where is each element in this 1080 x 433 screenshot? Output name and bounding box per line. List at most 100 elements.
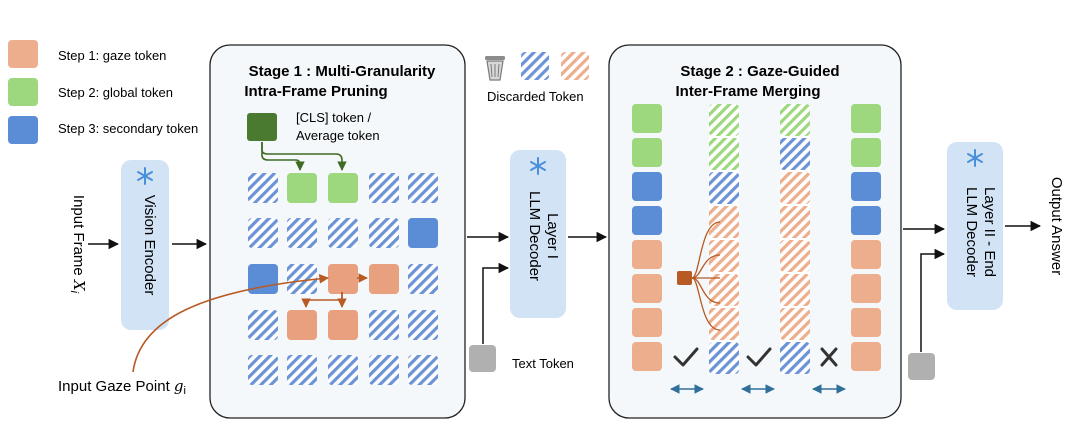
secondary-token xyxy=(248,264,278,294)
stage2-title-line2: Inter-Frame Merging xyxy=(675,83,820,100)
secondary-token xyxy=(632,172,662,201)
decoder2-line1: LLM Decoder xyxy=(963,187,980,277)
stage1-token-grid xyxy=(248,173,438,385)
global-token xyxy=(851,138,881,167)
stage2-title-line1: Stage 2 : Gaze-Guided xyxy=(680,63,839,80)
checkmark-icon xyxy=(746,347,772,367)
legend-secondary-swatch xyxy=(8,116,38,144)
gaze-token xyxy=(632,274,662,303)
discarded-secondary-token xyxy=(780,342,810,374)
discarded-secondary-token xyxy=(328,355,358,385)
selected-gaze-token-cell xyxy=(287,310,317,340)
discarded-secondary-token xyxy=(328,218,358,248)
secondary-token xyxy=(851,172,881,201)
stage2-token-columns xyxy=(632,104,881,374)
decoder1-line2: Layer I xyxy=(544,213,561,259)
cls-label-line2: Average token xyxy=(296,128,380,143)
cls-arrow-2 xyxy=(261,142,347,171)
stage1-title-line1: Stage 1 : Multi-Granularity xyxy=(249,63,436,80)
text-token-1 xyxy=(469,345,496,372)
discarded-secondary-token xyxy=(287,264,317,294)
discarded-secondary-token xyxy=(248,173,278,203)
legend-secondary-label: Step 3: secondary token xyxy=(58,121,198,136)
discarded-secondary-token xyxy=(248,355,278,385)
arrow-texttoken-to-decoder2 xyxy=(920,248,946,352)
input-gaze-label: Input Gaze Point gi xyxy=(58,377,186,397)
discarded-secondary-token xyxy=(287,355,317,385)
legend-global-swatch xyxy=(8,78,38,106)
vision-encoder-box xyxy=(121,160,169,330)
trash-bin-icon xyxy=(485,56,505,81)
cls-arrow-1 xyxy=(261,142,305,171)
discarded-gaze-token xyxy=(780,172,810,204)
discarded-gaze-token xyxy=(709,308,739,340)
output-answer-label: Output Answer xyxy=(1048,177,1065,275)
discarded-secondary-token xyxy=(248,218,278,248)
gaze-merge-branches xyxy=(691,221,721,331)
secondary-token xyxy=(851,206,881,235)
discarded-secondary-token xyxy=(709,342,739,374)
discarded-legend: Discarded Token xyxy=(485,52,589,104)
gaze-token xyxy=(851,308,881,337)
discarded-secondary-token xyxy=(780,138,810,170)
decoder2-box xyxy=(947,142,1003,310)
discarded-secondary-token xyxy=(369,218,399,248)
legend-gaze-label: Step 1: gaze token xyxy=(58,48,166,63)
discarded-global-token xyxy=(780,104,810,136)
discarded-global-token xyxy=(709,104,739,136)
input-frame-label: Input Frame Xi xyxy=(68,195,88,294)
discarded-gaze-token xyxy=(709,240,739,272)
cls-label-line1: [CLS] token / xyxy=(296,110,372,125)
discarded-gaze-token xyxy=(780,274,810,306)
discarded-orange-swatch xyxy=(561,52,589,80)
global-token xyxy=(287,173,317,203)
discarded-secondary-token xyxy=(287,218,317,248)
selected-gaze-token-cell xyxy=(328,310,358,340)
gaze-token xyxy=(851,342,881,371)
snowflake-icon xyxy=(137,167,153,185)
snowflake-icon xyxy=(530,157,546,175)
discarded-secondary-token xyxy=(408,264,438,294)
discarded-secondary-token xyxy=(248,310,278,340)
discarded-gaze-token xyxy=(780,206,810,238)
discarded-blue-swatch xyxy=(521,52,549,80)
snowflake-icon xyxy=(967,149,983,167)
discarded-secondary-token xyxy=(369,310,399,340)
global-token xyxy=(328,173,358,203)
discarded-secondary-token xyxy=(408,355,438,385)
gaze-token xyxy=(632,240,662,269)
gaze-token xyxy=(851,240,881,269)
gaze-token xyxy=(632,342,662,371)
discarded-secondary-token xyxy=(408,173,438,203)
discarded-secondary-token xyxy=(369,355,399,385)
vision-encoder: Vision Encoder xyxy=(121,160,169,330)
cls-token xyxy=(247,113,277,141)
global-token xyxy=(851,104,881,133)
selected-gaze-token-cell xyxy=(369,264,399,294)
discarded-gaze-token xyxy=(709,274,739,306)
legend-gaze-swatch xyxy=(8,40,38,68)
svg-text:Input Frame Xi: Input Frame Xi xyxy=(68,195,88,294)
cross-icon xyxy=(820,347,838,367)
text-token-label: Text Token xyxy=(512,356,574,371)
discarded-secondary-token xyxy=(709,172,739,204)
discarded-gaze-token xyxy=(780,308,810,340)
global-token xyxy=(632,138,662,167)
stage2-panel xyxy=(608,44,902,419)
gaze-token xyxy=(632,308,662,337)
stage1-title-line2: Intra-Frame Pruning xyxy=(244,83,387,100)
gaze-input-arrow xyxy=(132,274,329,373)
decoder1-box xyxy=(510,150,566,318)
arrow-texttoken-to-decoder1 xyxy=(482,262,510,344)
gaze-token xyxy=(851,274,881,303)
decoder2-line2: Layer II - End xyxy=(981,187,998,277)
secondary-token xyxy=(408,218,438,248)
checkmark-icon xyxy=(673,347,699,367)
global-token xyxy=(632,104,662,133)
discarded-label: Discarded Token xyxy=(487,89,584,104)
vision-encoder-label: Vision Encoder xyxy=(141,195,158,296)
legend-global-label: Step 2: global token xyxy=(58,85,173,100)
llm-decoder-layer2-end: LLM Decoder Layer II - End xyxy=(947,142,1003,310)
llm-decoder-layer1: LLM Decoder Layer I xyxy=(510,150,566,318)
